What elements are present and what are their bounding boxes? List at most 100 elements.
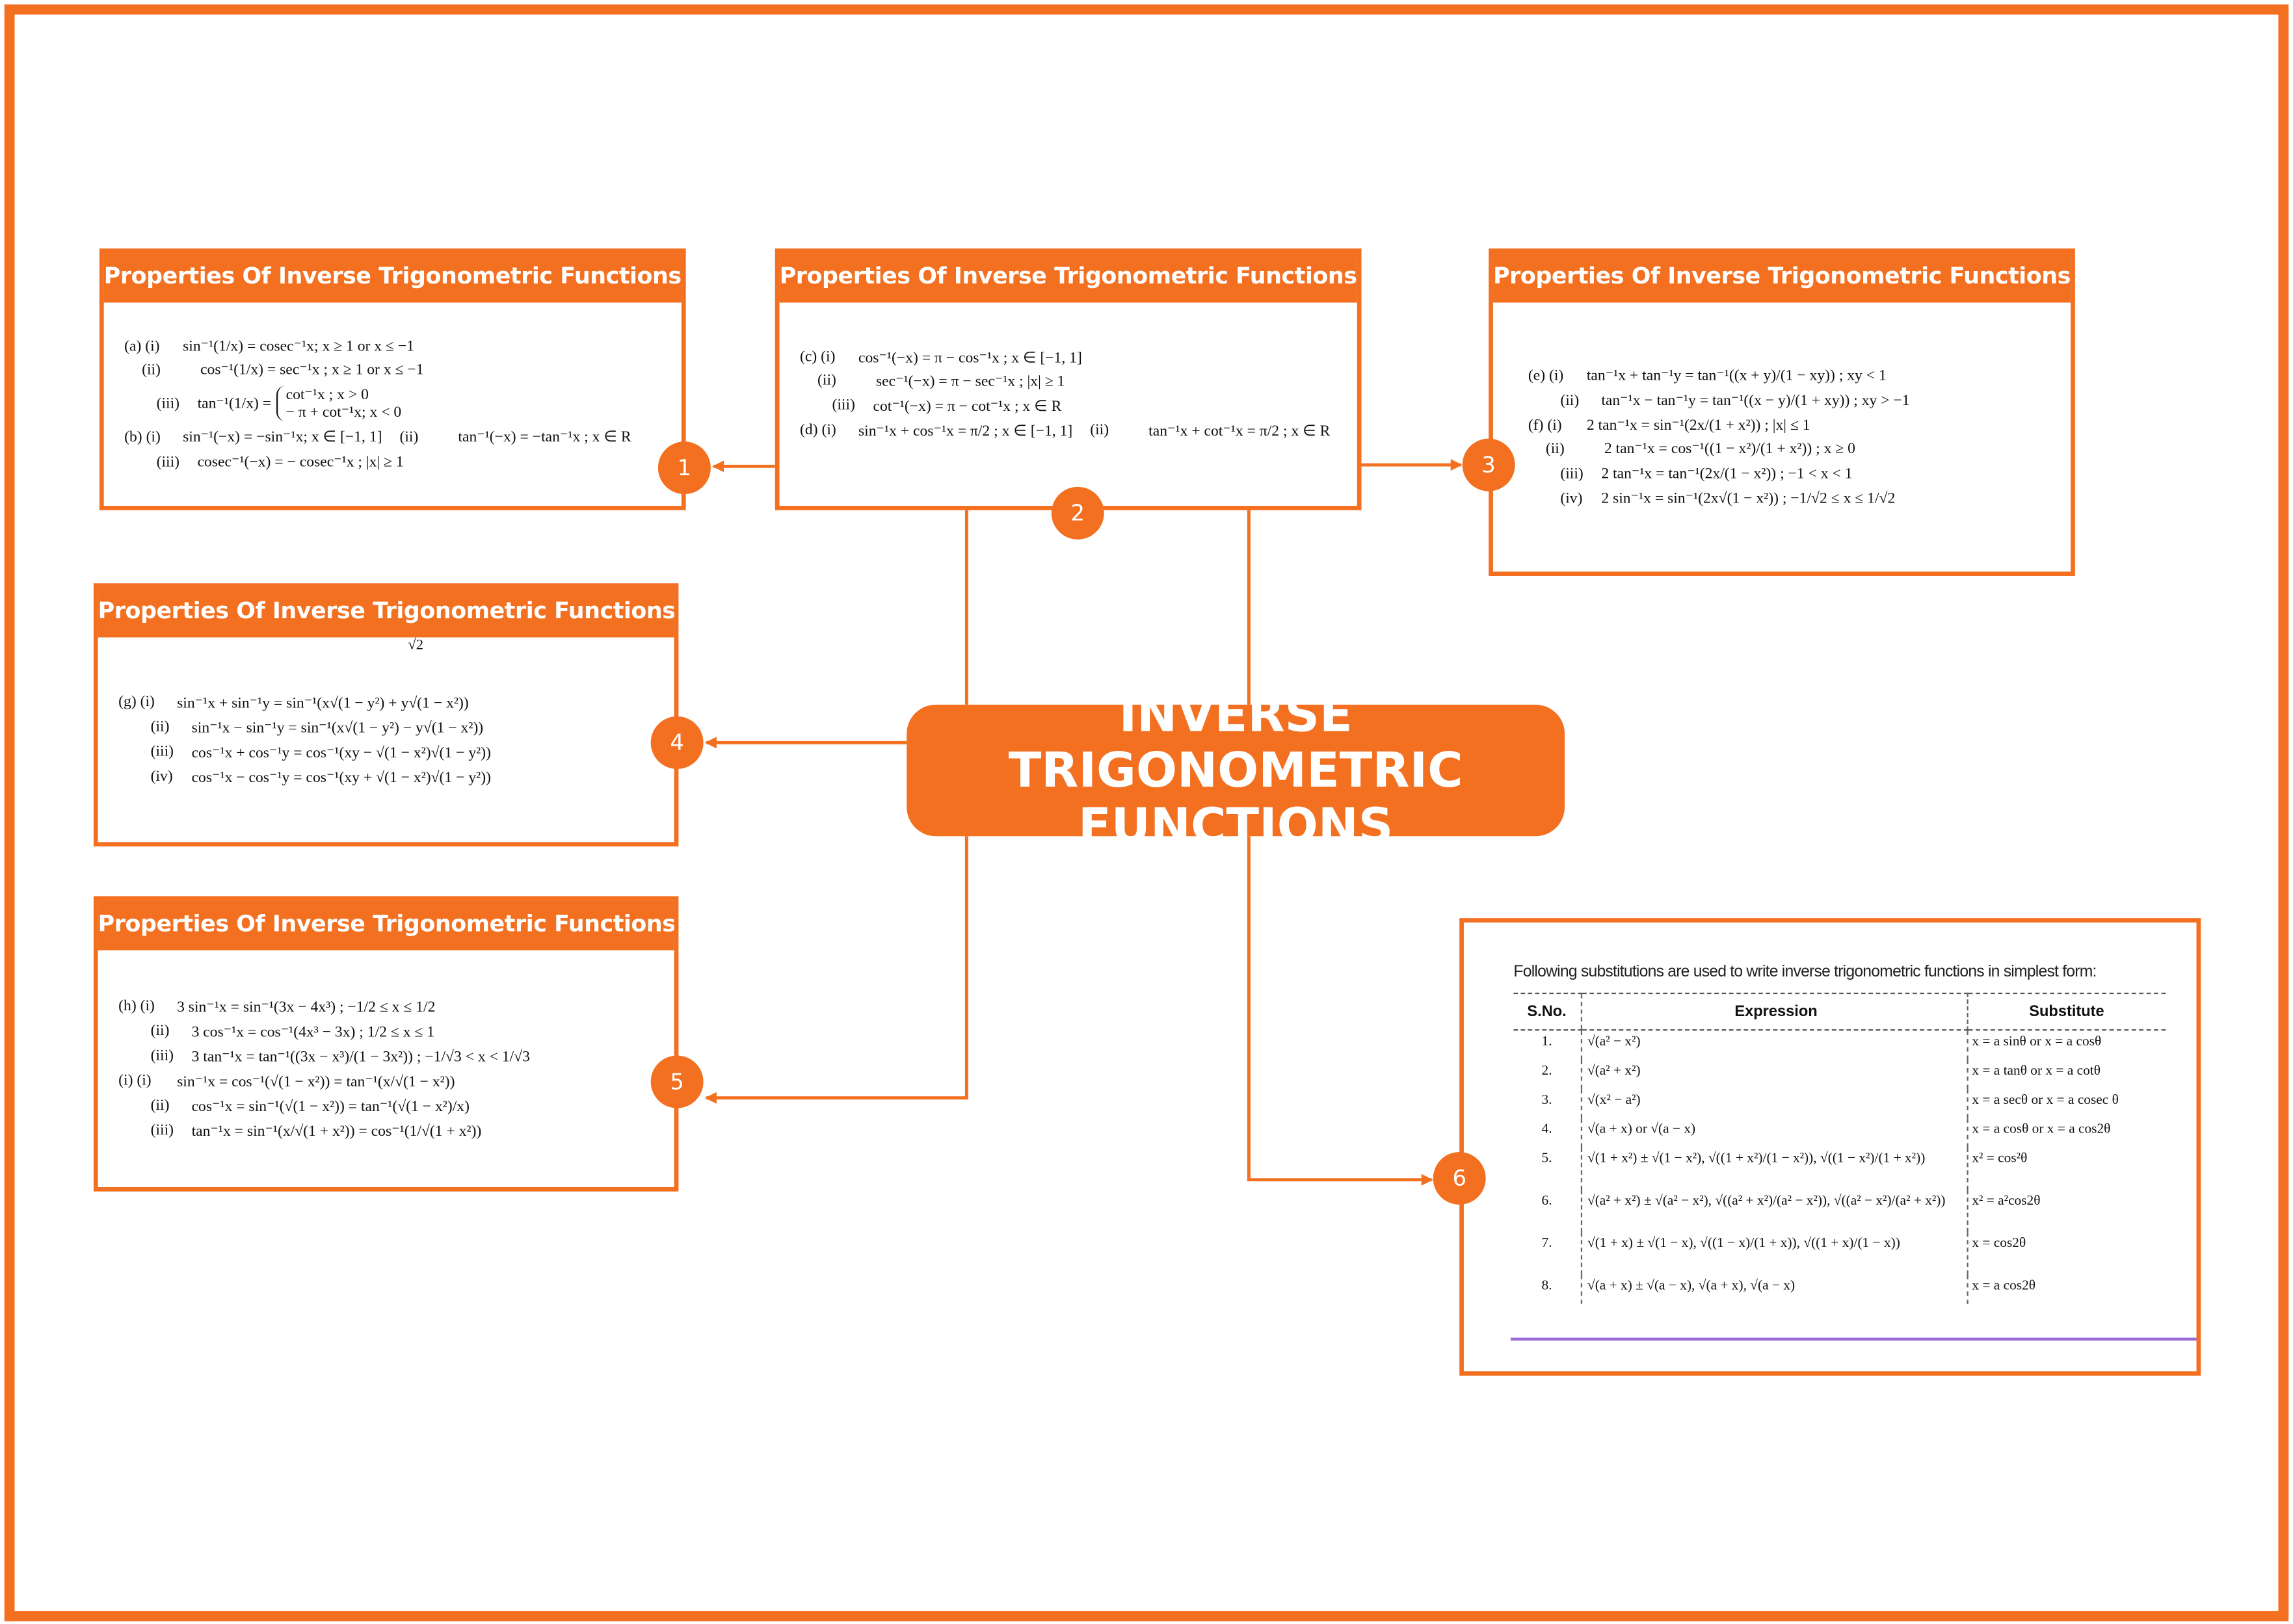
- formula-text: tan⁻¹x − tan⁻¹y = tan⁻¹((x − y)/(1 + xy)…: [1601, 393, 1910, 410]
- box-4: Properties Of Inverse Trigonometric Func…: [93, 583, 679, 846]
- formula-label: (a) (i): [124, 338, 160, 355]
- cell-expression: √(a² + x²) ± √(a² − x²), √((a² + x²)/(a²…: [1580, 1190, 1968, 1233]
- formula-label: (c) (i): [800, 349, 836, 366]
- formula-item: (f) (i) 2 tan⁻¹x = sin⁻¹(2x/(1 + x²)) ; |…: [1528, 417, 1810, 434]
- formula-text: 2 tan⁻¹x = sin⁻¹(2x/(1 + x²)) ; |x| ≤ 1: [1586, 418, 1810, 434]
- formula-item: (d) (i)sin⁻¹x + cos⁻¹x = π/2 ; x ∈ [−1, …: [800, 422, 1072, 439]
- piecewise-cases: cot⁻¹x ; x > 0− π + cot⁻¹x; x < 0: [277, 386, 401, 421]
- formula-item: (ii) sin⁻¹x − sin⁻¹y = sin⁻¹(x√(1 − y²) −…: [118, 718, 484, 737]
- badge-1[interactable]: 1: [657, 441, 711, 495]
- box-title: Properties Of Inverse Trigonometric Func…: [103, 253, 682, 303]
- formula-row: (iii) tan⁻¹x = sin⁻¹(x/√(1 + x²)) = cos⁻¹…: [118, 1122, 636, 1140]
- table-row: 5.√(1 + x²) ± √(1 − x²), √((1 + x²)/(1 −…: [1513, 1147, 2166, 1190]
- formula-row: (iii)2 tan⁻¹x = tan⁻¹(2x/(1 − x²)) ; −1 …: [1528, 465, 2053, 482]
- formula-text: sin⁻¹x − sin⁻¹y = sin⁻¹(x√(1 − y²) − y√(…: [191, 720, 484, 737]
- formula-item: (ii) 3 cos⁻¹x = cos⁻¹(4x³ − 3x) ; 1/2 ≤ x…: [118, 1023, 434, 1040]
- formula-text: cos⁻¹x + cos⁻¹y = cos⁻¹(xy − √(1 − x²)√(…: [191, 744, 491, 761]
- cell-sno: 8.: [1541, 1279, 1552, 1294]
- formula-text: sin⁻¹(1/x) = cosec⁻¹x; x ≥ 1 or x ≤ −1: [183, 339, 415, 356]
- stray-mark: √2: [408, 637, 423, 654]
- formula-text: sec⁻¹(−x) = π − sec⁻¹x ; |x| ≥ 1: [875, 373, 1065, 390]
- table-row: 8.√(a + x) ± √(a − x), √(a + x), √(a − x…: [1513, 1274, 2166, 1304]
- formula-label: (ii): [1560, 392, 1580, 409]
- cell-expression: √(a² + x²): [1580, 1060, 1968, 1090]
- formula-item: (ii)tan⁻¹x + cot⁻¹x = π/2 ; x ∈ R: [1090, 422, 1330, 439]
- central-topic[interactable]: INVERSE TRIGONOMETRIC FUNCTIONS: [907, 687, 1565, 853]
- formula-text: 3 sin⁻¹x = sin⁻¹(3x − 4x³) ; −1/2 ≤ x ≤ …: [177, 999, 436, 1015]
- header-sno: S.No.: [1513, 992, 1581, 1031]
- formula-label: (f) (i): [1528, 417, 1562, 434]
- cell-expression: √(x² − a²): [1580, 1089, 1968, 1119]
- badge-3[interactable]: 3: [1462, 438, 1515, 491]
- formula-row: (i) (i)sin⁻¹x = cos⁻¹(√(1 − x²)) = tan⁻¹…: [118, 1072, 636, 1090]
- formula-text: tan⁻¹(−x) = −tan⁻¹x ; x ∈ R: [458, 430, 631, 446]
- formula-label: (iii): [150, 1123, 174, 1139]
- formula-row: (ii)cos⁻¹x = sin⁻¹(√(1 − x²)) = tan⁻¹(√(…: [118, 1097, 636, 1115]
- formula-item: (iii) tan⁻¹x = sin⁻¹(x/√(1 + x²)) = cos⁻¹…: [118, 1122, 482, 1140]
- cell-substitute: x = cos2θ: [1972, 1237, 2026, 1251]
- formula-item: (e) (i)tan⁻¹x + tan⁻¹y = tan⁻¹((x + y)/(…: [1528, 367, 1887, 385]
- formula-item: (c) (i) cos⁻¹(−x) = π − cos⁻¹x ; x ∈ [−1,…: [800, 348, 1082, 366]
- formula-label: (ii): [150, 1023, 170, 1040]
- formula-label: (ii): [150, 719, 170, 736]
- cell-substitute: x = a tanθ or x = a cotθ: [1972, 1064, 2101, 1079]
- badge-6[interactable]: 6: [1433, 1151, 1486, 1205]
- formula-item: (ii)2 tan⁻¹x = cos⁻¹((1 − x²)/(1 + x²)) …: [1546, 440, 1855, 458]
- formula-item: (iii)cosec⁻¹(−x) = − cosec⁻¹x ; |x| ≥ 1: [124, 453, 404, 471]
- formula-item: (h) (i) 3 sin⁻¹x = sin⁻¹(3x − 4x³) ; −1/2…: [118, 998, 435, 1015]
- formula-label: (iii): [156, 454, 180, 470]
- substitutions-table: S.No. Expression Substitute 1.√(a² − x²)…: [1513, 992, 2166, 1304]
- formula-label: (iii): [832, 397, 855, 414]
- formula-item: (i) (i)sin⁻¹x = cos⁻¹(√(1 − x²)) = tan⁻¹…: [118, 1072, 455, 1090]
- formula-text: sin⁻¹x + cos⁻¹x = π/2 ; x ∈ [−1, 1]: [858, 423, 1073, 439]
- formula-label: (ii): [817, 373, 836, 389]
- formula-row: (iii)cos⁻¹x + cos⁻¹y = cos⁻¹(xy − √(1 − …: [118, 743, 636, 761]
- formula-row: (a) (i) sin⁻¹(1/x) = cosec⁻¹x; x ≥ 1 or x…: [124, 337, 643, 379]
- formula-label: (ii): [142, 361, 161, 378]
- badge-4[interactable]: 4: [650, 716, 704, 769]
- formula-label: (h) (i): [118, 998, 155, 1015]
- formula-item: (ii) tan⁻¹x − tan⁻¹y = tan⁻¹((x − y)/(1 +…: [1528, 392, 1910, 410]
- box-title: Properties Of Inverse Trigonometric Func…: [779, 253, 1357, 303]
- formula-text: cos⁻¹x − cos⁻¹y = cos⁻¹(xy + √(1 − x²)√(…: [191, 769, 491, 786]
- formula-text: cos⁻¹(−x) = π − cos⁻¹x ; x ∈ [−1, 1]: [858, 350, 1082, 367]
- cell-substitute: x = a cosθ or x = a cos2θ: [1972, 1123, 2111, 1138]
- header-expression: Expression: [1580, 992, 1968, 1031]
- substitutions-intro: Following substitutions are used to writ…: [1513, 963, 2097, 981]
- formula-row: (iii)tan⁻¹(1/x) =cot⁻¹x ; x > 0− π + cot…: [124, 386, 643, 421]
- formula-text: cos⁻¹(1/x) = sec⁻¹x ; x ≥ 1 or x ≤ −1: [200, 362, 424, 379]
- formula-item: (iii)2 tan⁻¹x = tan⁻¹(2x/(1 − x²)) ; −1 …: [1528, 465, 1852, 482]
- cell-substitute: x = a secθ or x = a cosec θ: [1972, 1094, 2119, 1108]
- formula-row: (iv)2 sin⁻¹x = sin⁻¹(2x√(1 − x²)) ; −1/√…: [1528, 490, 2053, 507]
- formula-row: (ii) sin⁻¹x − sin⁻¹y = sin⁻¹(x√(1 − y²) −…: [118, 718, 636, 736]
- badge-2[interactable]: 2: [1051, 486, 1104, 540]
- formula-text: tan⁻¹x = sin⁻¹(x/√(1 + x²)) = cos⁻¹(1/√(…: [191, 1123, 482, 1140]
- formula-label: (b) (i): [124, 428, 161, 445]
- formula-row: (h) (i) 3 sin⁻¹x = sin⁻¹(3x − 4x³) ; −1/2…: [118, 998, 636, 1015]
- formula-text: cot⁻¹(−x) = π − cot⁻¹x ; x ∈ R: [873, 398, 1062, 415]
- table-row: 2. √(a² + x²) x = a tanθ or x = a cotθ: [1513, 1060, 2166, 1090]
- central-topic-title: INVERSE TRIGONOMETRIC FUNCTIONS: [1008, 685, 1463, 854]
- formula-item: (ii) cos⁻¹(1/x) = sec⁻¹x ; x ≥ 1 or x ≤ −…: [142, 361, 424, 379]
- cell-sno: 1.: [1541, 1035, 1552, 1050]
- box-2: Properties Of Inverse Trigonometric Func…: [775, 248, 1362, 510]
- badge-5[interactable]: 5: [650, 1055, 704, 1108]
- box-formulas: (e) (i)tan⁻¹x + tan⁻¹y = tan⁻¹((x + y)/(…: [1493, 302, 2071, 571]
- formula-text: 3 cos⁻¹x = cos⁻¹(4x³ − 3x) ; 1/2 ≤ x ≤ 1: [191, 1024, 435, 1040]
- link-center-to-6: [1247, 836, 1433, 1186]
- formula-row: (iv)cos⁻¹x − cos⁻¹y = cos⁻¹(xy + √(1 − x…: [118, 768, 636, 786]
- box-title: Properties Of Inverse Trigonometric Func…: [98, 587, 674, 638]
- formula-text: 2 sin⁻¹x = sin⁻¹(2x√(1 − x²)) ; −1/√2 ≤ …: [1601, 491, 1896, 508]
- formula-label: (i) (i): [118, 1073, 152, 1090]
- formula-row: (ii) tan⁻¹x − tan⁻¹y = tan⁻¹((x − y)/(1 +…: [1528, 392, 2053, 410]
- cell-sno: 3.: [1541, 1094, 1552, 1108]
- case-line: − π + cot⁻¹x; x < 0: [285, 404, 402, 421]
- formula-label: (ii): [399, 428, 419, 445]
- cell-substitute: x = a sinθ or x = a cosθ: [1972, 1035, 2102, 1050]
- cell-sno: 2.: [1541, 1064, 1552, 1079]
- table-row: 4.√(a + x) or √(a − x)x = a cosθ or x = …: [1513, 1118, 2166, 1148]
- outer-frame: [4, 4, 2289, 1621]
- formula-text: sin⁻¹x + sin⁻¹y = sin⁻¹(x√(1 − y²) + y√(…: [177, 695, 469, 711]
- formula-text: 2 tan⁻¹x = cos⁻¹((1 − x²)/(1 + x²)) ; x …: [1604, 441, 1855, 458]
